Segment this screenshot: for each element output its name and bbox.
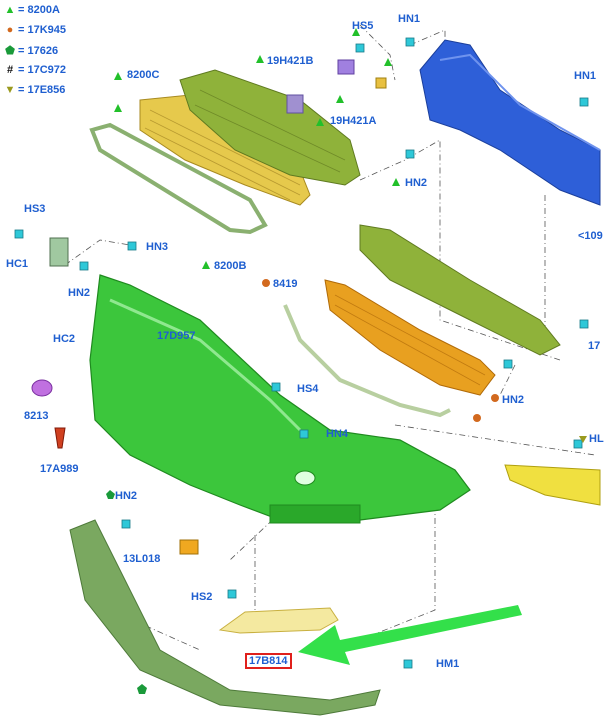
callout-17-right[interactable]: 17 <box>588 340 601 352</box>
orange-dot-icon: ● <box>6 24 14 36</box>
callout-109[interactable]: <109 <box>578 230 603 242</box>
bumper-reinforcement-beam <box>419 39 601 206</box>
legend-row: ▼= 17E856 <box>4 84 66 96</box>
bracket-19h421b <box>337 59 355 75</box>
callout-8213[interactable]: 8213 <box>24 410 49 422</box>
callout-hm1[interactable]: HM1 <box>436 658 460 670</box>
callout-13l018[interactable]: 13L018 <box>123 553 161 565</box>
callout-19h421b[interactable]: 19H421B <box>267 55 314 67</box>
callout-hn4[interactable]: HN4 <box>326 428 349 440</box>
grille-trim-strip <box>283 304 451 418</box>
callout-hl-right[interactable]: HL <box>589 433 604 445</box>
drawing-markers <box>106 28 587 694</box>
legend-row: ●= 17K945 <box>4 24 66 38</box>
callout-hn2-mid[interactable]: HN2 <box>405 177 428 189</box>
mount-bracket-left <box>49 237 69 267</box>
green-pentagon-icon: ⬟ <box>5 45 15 57</box>
bracket-19h421a <box>286 94 304 114</box>
callout-8200b[interactable]: 8200B <box>214 260 247 272</box>
bracket-8213 <box>31 379 53 397</box>
callout-17b814-highlighted[interactable]: 17B814 <box>245 653 292 669</box>
upper-grille-olive <box>179 69 361 186</box>
callout-hs3[interactable]: HS3 <box>24 203 46 215</box>
callout-8419[interactable]: 8419 <box>273 278 298 290</box>
olive-down-triangle-icon: ▼ <box>4 84 16 96</box>
callout-17a989[interactable]: 17A989 <box>40 463 79 475</box>
pointer-arrow <box>298 605 522 665</box>
lower-grille-orange <box>324 279 496 396</box>
legend-code: 8200A <box>27 4 60 16</box>
callout-hc1[interactable]: HC1 <box>6 258 29 270</box>
fasteners <box>14 37 589 669</box>
legend-code: 17626 <box>27 45 59 57</box>
fog-lamp-bezel <box>218 607 339 634</box>
callout-hn2-left[interactable]: HN2 <box>68 287 91 299</box>
legend-row: #= 17C972 <box>4 64 66 78</box>
green-triangle-icon: ▲ <box>4 4 16 16</box>
callout-hn2-low[interactable]: HN2 <box>115 490 138 502</box>
grille-surround-frame <box>89 122 268 235</box>
callout-hs5[interactable]: HS5 <box>352 20 374 32</box>
legend-code: 17K945 <box>27 24 67 36</box>
legend-row: ⬟= 17626 <box>5 45 59 57</box>
clip-yellow <box>375 77 387 89</box>
tow-hook-cover <box>179 539 199 555</box>
legend-code: 17C972 <box>27 64 67 76</box>
energy-absorber <box>504 464 601 506</box>
legend-code: 17E856 <box>27 84 66 96</box>
callout-19h421a[interactable]: 19H421A <box>330 115 377 127</box>
legend-row: ▲= 8200A <box>4 4 60 16</box>
callout-hn1-top[interactable]: HN1 <box>398 13 421 25</box>
front-bumper-cover <box>89 274 471 521</box>
callout-hs4[interactable]: HS4 <box>297 383 319 395</box>
bumper-lower-spoiler <box>69 519 381 716</box>
callout-17d957[interactable]: 17D957 <box>157 330 196 342</box>
bracket-17a989 <box>54 427 66 449</box>
callout-hc2[interactable]: HC2 <box>53 333 76 345</box>
callout-hn2-right[interactable]: HN2 <box>502 394 525 406</box>
callout-hn3[interactable]: HN3 <box>146 241 169 253</box>
callout-8200c[interactable]: 8200C <box>127 69 160 81</box>
callout-hn1-right[interactable]: HN1 <box>574 70 597 82</box>
callout-hs2[interactable]: HS2 <box>191 591 213 603</box>
lower-grille-olive <box>359 224 561 356</box>
hash-icon: # <box>6 64 14 76</box>
